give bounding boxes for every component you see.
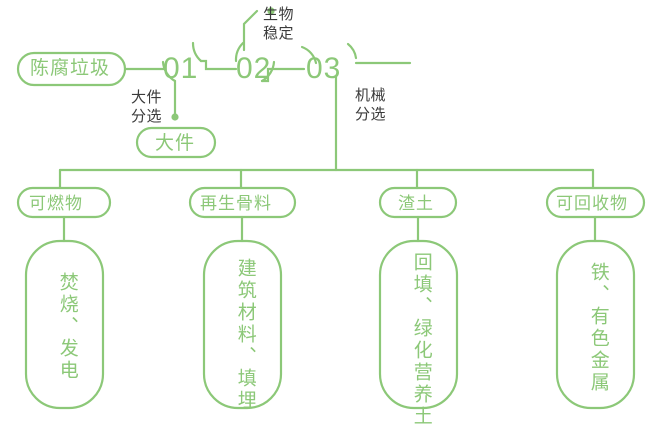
node-02-arc-top [234,41,245,63]
bulky-pill-outline [135,126,217,159]
node-03-arc-right [346,42,358,60]
bulky-branch-dot [171,113,179,121]
step-number-02: 02 [236,52,272,85]
node-01-arc-bottom [161,60,177,83]
link-01-to-02 [199,59,238,71]
biostable-dot [267,7,275,15]
category-label-3: 渣土 [398,194,434,213]
node-03-arc-top [300,45,318,65]
detail-box-3-outline [378,239,459,410]
step-number-01: 01 [163,52,199,85]
step-caption-02: 生物 稳定 [263,6,295,42]
step-number-03: 03 [306,52,342,85]
link-02-to-03 [260,67,306,83]
detail-text-1: 焚烧、发电 [56,272,78,382]
detail-box-1-outline [24,239,105,410]
category-label-4: 可回收物 [556,194,628,213]
connector-layer [16,7,646,410]
detail-text-3: 回填、绿化营养土 [410,252,432,428]
category-label-1: 可燃物 [29,194,83,213]
step-caption-01: 大件 分选 [131,89,163,125]
detail-box-2-outline [202,239,283,410]
flow-diagram-canvas: 陈腐垃圾 01 02 03 大件 分选 生物 稳定 机械 分选 大件 可燃物 再… [16,6,646,428]
source-label: 陈腐垃圾 [30,58,111,79]
category-label-2: 再生骨料 [200,194,272,213]
link-02-to-biostable [242,9,259,52]
step-caption-03: 机械 分选 [355,87,387,123]
detail-box-4-outline [555,239,636,410]
detail-text-4: 铁、有色金属 [587,262,609,394]
side-output-label: 大件 [155,133,196,154]
detail-text-2: 建筑材料、填埋 [234,258,256,412]
